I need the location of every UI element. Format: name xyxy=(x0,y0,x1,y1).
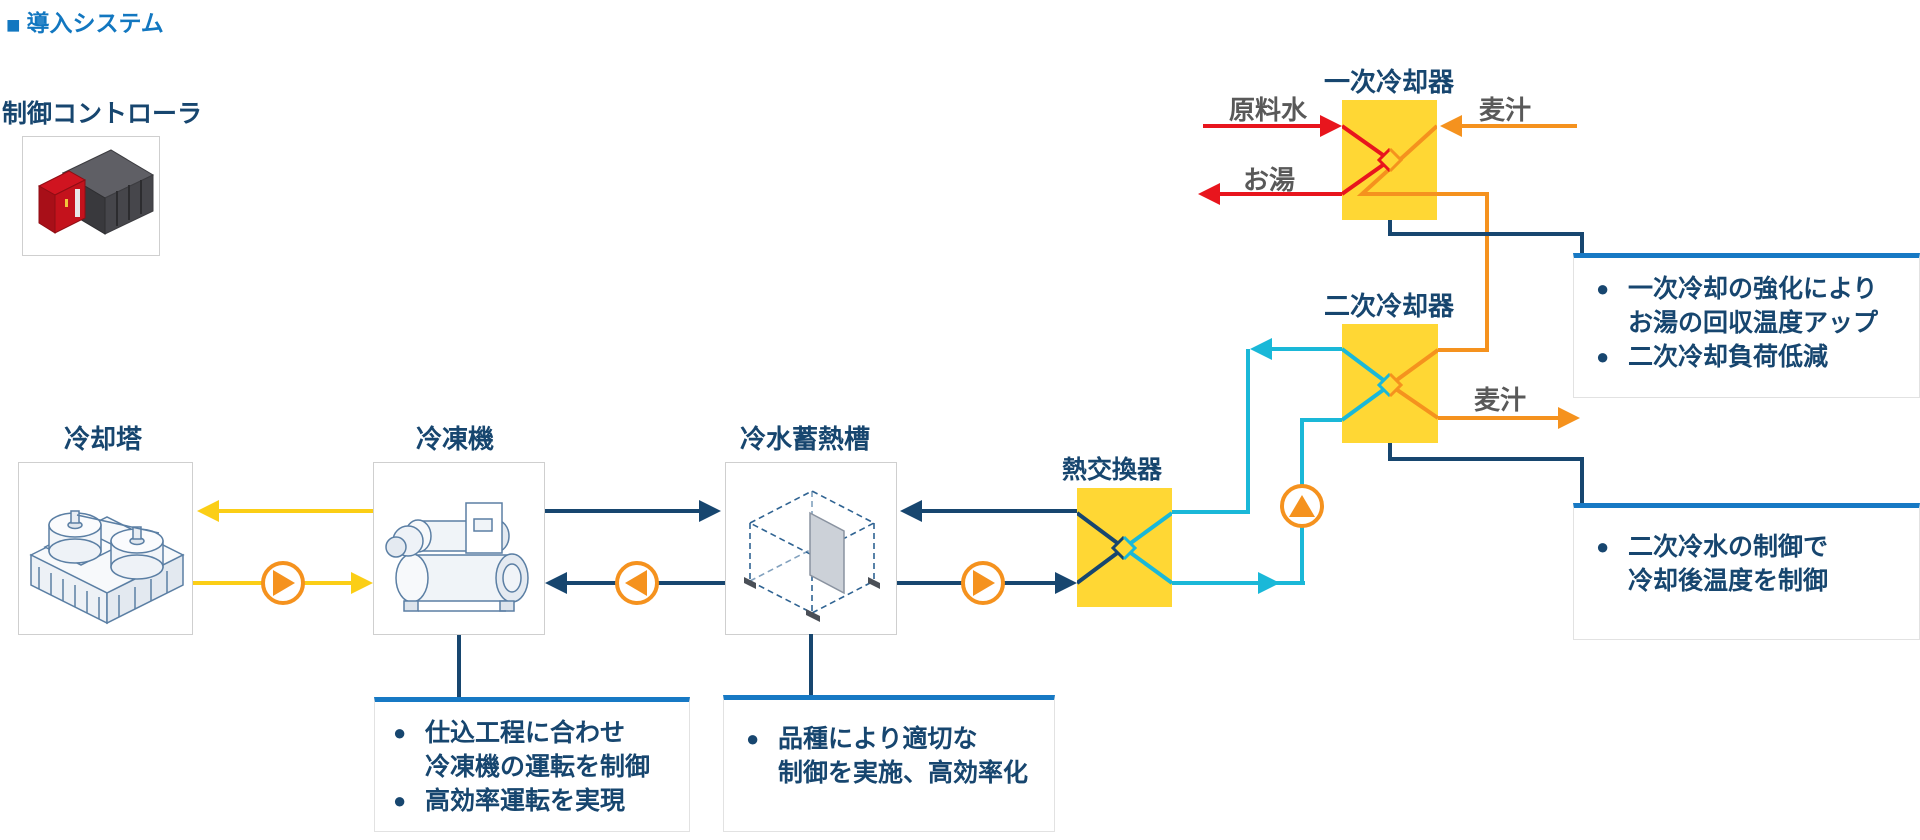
heat-exchanger-label: 熱交換器 xyxy=(1062,456,1163,484)
callout-secondary-chilled-water: ●二次冷水の制御で 冷却後温度を制御 xyxy=(1573,503,1920,640)
chiller-box xyxy=(373,462,545,635)
callout-line: ●高効率運転を実現 xyxy=(393,784,679,818)
cooling-tower-label: 冷却塔 xyxy=(64,424,143,454)
callout-line: ●仕込工程に合わせ xyxy=(393,716,679,750)
pump-tower-loop xyxy=(261,561,305,605)
arrow-left-icon xyxy=(1198,183,1220,205)
secondary-cooler-box xyxy=(1340,324,1440,443)
arrow-left-icon xyxy=(545,572,567,594)
pump-tank-supply xyxy=(961,561,1005,605)
secondary-cooler-label: 二次冷却器 xyxy=(1324,291,1455,321)
callout-chiller-control: ●仕込工程に合わせ 冷凍機の運転を制御 ●高効率運転を実現 xyxy=(374,697,690,832)
wort-in-label: 麦汁 xyxy=(1479,95,1532,125)
callout-line: ●二次冷水の制御で xyxy=(1596,530,1909,564)
storage-tank-label: 冷水蓄熱槽 xyxy=(740,424,871,454)
callout-line: お湯の回収温度アップ xyxy=(1596,306,1909,340)
primary-cooler-box xyxy=(1340,100,1439,220)
chiller-label: 冷凍機 xyxy=(416,424,495,454)
heat-exchanger-cross xyxy=(1075,511,1174,585)
callout-line: ●品種により適切な xyxy=(746,722,1044,756)
bullet-icon: ● xyxy=(393,720,407,745)
page-title: ■導入システム xyxy=(6,10,164,39)
bullet-icon xyxy=(393,750,425,784)
pump-secondary-loop xyxy=(1280,484,1324,528)
arrow-right-icon xyxy=(1055,572,1077,594)
callout-line: ●一次冷却の強化により xyxy=(1596,272,1909,306)
arrow-left-icon xyxy=(197,500,219,522)
arrow-left-icon xyxy=(1250,338,1272,360)
callout-primary-cooling: ●一次冷却の強化により お湯の回収温度アップ ●二次冷却負荷低減 xyxy=(1573,253,1920,398)
wort-out-label: 麦汁 xyxy=(1474,385,1527,415)
arrow-left-icon xyxy=(1440,115,1462,137)
primary-cooler-label: 一次冷却器 xyxy=(1324,67,1455,97)
bullet-icon: ● xyxy=(393,788,407,813)
callout-tank-control: ●品種により適切な 制御を実施、高効率化 xyxy=(723,695,1055,832)
bullet-icon xyxy=(746,756,778,790)
controller-image-box xyxy=(22,136,160,256)
pump-right-icon xyxy=(973,570,995,596)
cooling-tower-box xyxy=(18,462,193,635)
callout-line: ●二次冷却負荷低減 xyxy=(1596,340,1909,374)
controller-label: 制御コントローラ xyxy=(2,100,203,128)
title-marker-icon: ■ xyxy=(6,12,21,39)
bullet-icon xyxy=(1596,564,1628,598)
arrow-right-icon xyxy=(1320,115,1342,137)
controller-illustration xyxy=(37,149,155,235)
pump-right-icon xyxy=(273,570,295,596)
arrow-right-icon xyxy=(699,500,721,522)
callout-line: 制御を実施、高効率化 xyxy=(746,756,1044,790)
chiller-illustration xyxy=(385,502,529,612)
arrow-right-icon xyxy=(351,572,373,594)
storage-tank-illustration xyxy=(744,490,880,622)
callout-line: 冷凍機の運転を制御 xyxy=(393,750,679,784)
hot-water-label: お湯 xyxy=(1243,165,1296,195)
pump-up-icon xyxy=(1289,495,1315,517)
pump-tank-return xyxy=(615,561,659,605)
arrow-right-icon xyxy=(1558,407,1580,429)
bullet-icon xyxy=(1596,306,1628,340)
raw-water-label: 原料水 xyxy=(1229,95,1308,125)
heat-exchanger-box xyxy=(1075,488,1174,607)
bullet-icon: ● xyxy=(1596,344,1610,369)
storage-tank-box xyxy=(725,462,897,635)
pump-left-icon xyxy=(625,570,647,596)
arrow-right-icon xyxy=(1258,572,1280,594)
bullet-icon: ● xyxy=(746,726,760,751)
callout-line: 冷却後温度を制御 xyxy=(1596,564,1909,598)
arrow-left-icon xyxy=(900,500,922,522)
bullet-icon: ● xyxy=(1596,276,1610,301)
cooling-tower-illustration xyxy=(29,510,185,625)
secondary-cooler-cross xyxy=(1340,347,1440,422)
bullet-icon: ● xyxy=(1596,534,1610,559)
primary-cooler-cross xyxy=(1340,124,1439,196)
